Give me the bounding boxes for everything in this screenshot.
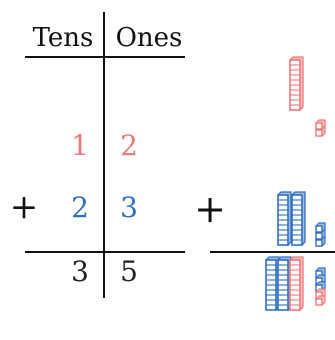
addend-2-tens-rod (277, 191, 292, 247)
ones-header: Ones (116, 23, 183, 53)
blocks-plus-sign: + (194, 187, 226, 231)
sum-ones-digit: 5 (120, 255, 138, 288)
place-value-chart: Tens Ones 1 2 + 2 3 3 5 (10, 12, 185, 298)
addend-2-tens-digit: 2 (71, 191, 89, 224)
base-ten-blocks: + (194, 56, 335, 312)
addend-1-tens-digit: 1 (71, 129, 89, 162)
addend-1-ones-cube (315, 119, 326, 130)
addend-1-ones-digit: 2 (120, 129, 138, 162)
chart-plus-sign: + (10, 187, 39, 227)
sum-tens-digit: 3 (71, 255, 89, 288)
addend-2-ones-digit: 3 (120, 191, 138, 224)
sum-tens-rod (289, 256, 304, 312)
addend-2-ones-cube (315, 222, 326, 233)
blocks-layer (265, 56, 326, 312)
sum-tens-rod (277, 256, 292, 312)
addend-1-tens-rod (289, 56, 304, 112)
tens-header: Tens (33, 23, 94, 53)
sum-ones-cube (315, 295, 326, 306)
sum-tens-rod (265, 256, 280, 312)
addend-2-tens-rod (291, 191, 306, 247)
